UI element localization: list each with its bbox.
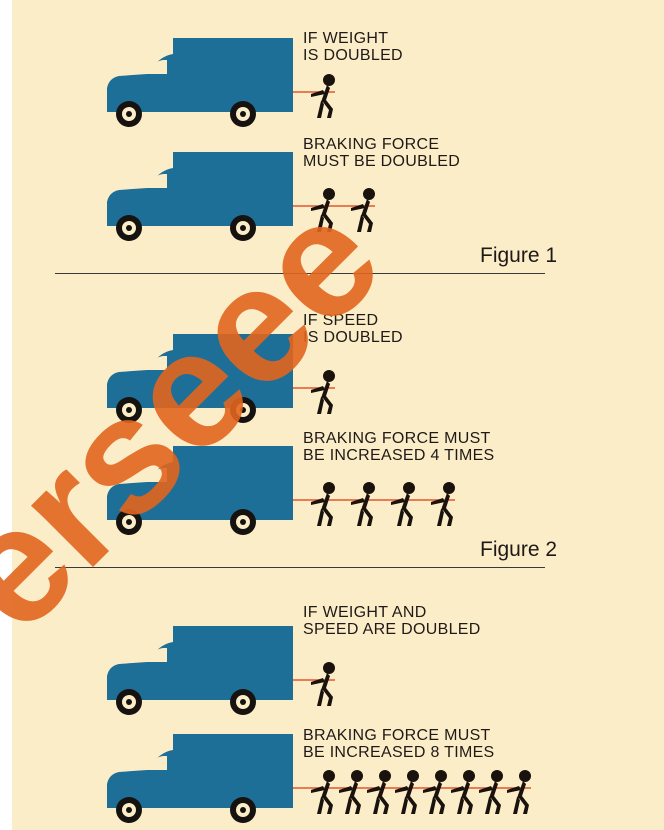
puller-figure xyxy=(451,770,475,814)
puller-figure xyxy=(479,770,503,814)
puller-figure xyxy=(431,482,455,526)
puller-figure xyxy=(351,188,375,232)
puller-figure xyxy=(395,770,419,814)
fig1-top-truck xyxy=(107,38,293,127)
fig1-bottom-pullers xyxy=(293,188,375,232)
puller-figure xyxy=(423,770,447,814)
puller-figure xyxy=(311,370,335,414)
puller-figure xyxy=(391,482,415,526)
puller-figure xyxy=(311,74,335,118)
puller-figure xyxy=(367,770,391,814)
fig2-bottom-truck xyxy=(107,446,293,535)
puller-figure xyxy=(351,482,375,526)
fig3-top-truck xyxy=(107,626,293,715)
puller-figure xyxy=(311,482,335,526)
fig3-bottom-pullers xyxy=(293,770,531,814)
fig2-bottom-pullers xyxy=(293,482,455,526)
puller-figure xyxy=(311,188,335,232)
puller-figure xyxy=(507,770,531,814)
fig1-bottom-truck xyxy=(107,152,293,241)
fig3-bottom-truck xyxy=(107,734,293,823)
fig3-top-pullers xyxy=(293,662,335,706)
puller-figure xyxy=(311,662,335,706)
fig2-top-pullers xyxy=(293,370,335,414)
puller-figure xyxy=(339,770,363,814)
fig1-top-pullers xyxy=(293,74,335,118)
fig2-top-truck xyxy=(107,334,293,423)
puller-figure xyxy=(311,770,335,814)
